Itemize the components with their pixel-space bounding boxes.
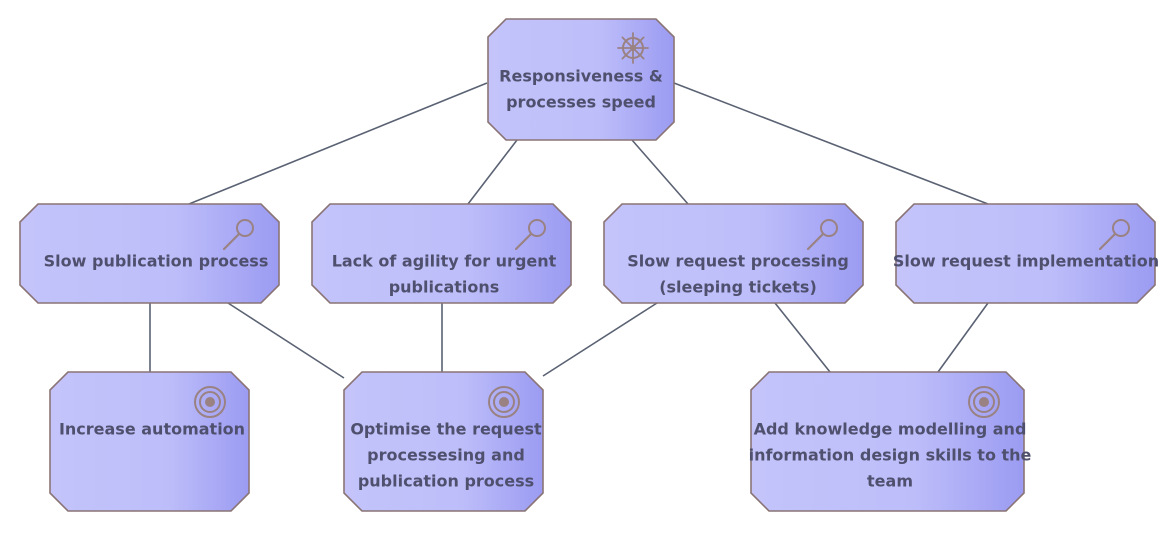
- node-label-line: Lack of agility for urgent: [332, 252, 557, 271]
- node-label-line: information design skills to the: [749, 446, 1032, 465]
- node-assess-1[interactable]: Slow publication process: [19, 203, 280, 304]
- node-goal[interactable]: Responsiveness & processes speed: [487, 18, 675, 141]
- assessment-icon: [1098, 219, 1130, 251]
- node-label-line: processes speed: [506, 93, 656, 112]
- goal-icon: [488, 386, 520, 418]
- node-label-line: Optimise the request: [350, 420, 542, 439]
- goal-icon: [194, 386, 226, 418]
- goal-icon: [968, 386, 1000, 418]
- node-shape: [49, 371, 250, 512]
- node-assess-3[interactable]: Slow request processing (sleeping tickets…: [603, 203, 864, 304]
- node-assess-4[interactable]: Slow request implementation: [893, 203, 1159, 304]
- node-goal-3[interactable]: Add knowledge modelling and information d…: [749, 371, 1032, 512]
- node-label-line: (sleeping tickets): [659, 278, 817, 297]
- node-assess-2[interactable]: Lack of agility for urgent publications: [311, 203, 572, 304]
- connector-goal-to-assess-1: [188, 82, 488, 205]
- node-shape: [750, 371, 1025, 512]
- assessment-icon: [222, 219, 254, 251]
- assessment-icon: [806, 219, 838, 251]
- node-shape: [311, 203, 572, 304]
- node-label-line: Slow request processing: [627, 252, 849, 271]
- connector-goal-to-assess-2: [467, 139, 518, 205]
- node-label-line: publications: [389, 278, 500, 297]
- node-shape: [343, 371, 544, 512]
- node-shape: [19, 203, 280, 304]
- connector-assess-3-to-goal-3: [774, 302, 831, 373]
- assessment-icon: [514, 219, 546, 251]
- node-label-line: Increase automation: [59, 420, 245, 439]
- connectors: [149, 82, 989, 379]
- node-label-line: processesing and: [367, 446, 525, 465]
- node-goal-1[interactable]: Increase automation: [49, 371, 250, 512]
- connector-assess-1-to-goal-2: [227, 302, 345, 379]
- node-shape: [487, 18, 675, 141]
- connector-assess-4-to-goal-3: [937, 302, 989, 373]
- node-label-line: team: [867, 472, 913, 491]
- node-goal-2[interactable]: Optimise the request processesing and publ…: [343, 371, 544, 512]
- node-label-line: publication process: [358, 472, 534, 491]
- node-label-line: Slow publication process: [44, 252, 269, 271]
- node-shape: [895, 203, 1156, 304]
- node-label-line: Responsiveness &: [499, 67, 663, 86]
- node-shape: [603, 203, 864, 304]
- connector-assess-3-to-goal-2: [542, 302, 658, 377]
- driver-icon: [617, 32, 649, 64]
- node-label-line: Add knowledge modelling and: [754, 420, 1027, 439]
- node-label-line: Slow request implementation: [893, 252, 1159, 271]
- connector-goal-to-assess-4: [673, 82, 989, 205]
- connector-goal-to-assess-3: [631, 139, 689, 205]
